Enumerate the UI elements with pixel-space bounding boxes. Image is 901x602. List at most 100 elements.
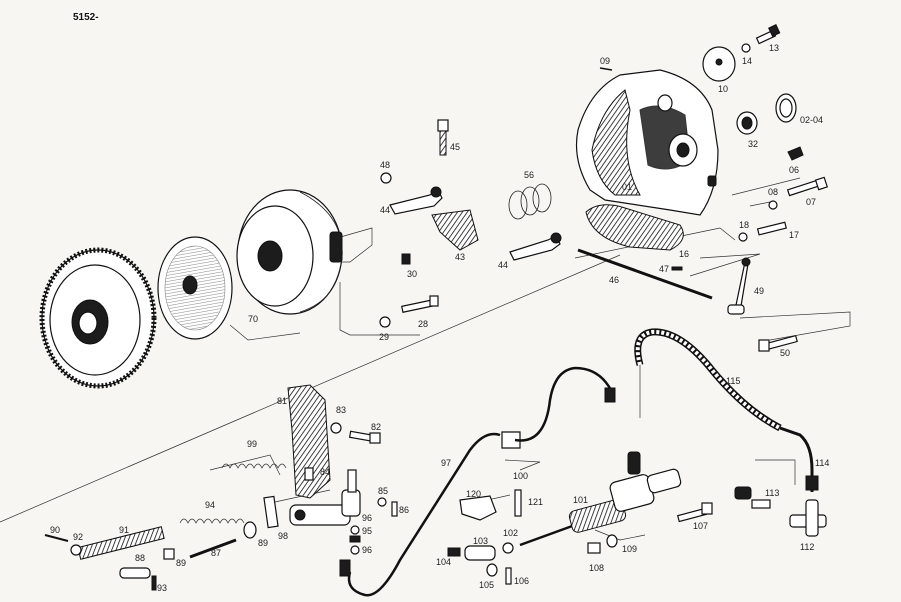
return-spring xyxy=(221,463,287,469)
bolt xyxy=(758,334,798,352)
label-16: 16 xyxy=(679,249,689,259)
flywheel xyxy=(39,247,157,389)
pointer-mark xyxy=(599,67,613,71)
bolt xyxy=(514,489,522,517)
cover-plate xyxy=(702,46,736,82)
label-109: 109 xyxy=(622,544,637,554)
washer xyxy=(379,316,391,328)
breather xyxy=(787,146,804,161)
label-106: 106 xyxy=(514,576,529,586)
release-fork xyxy=(509,235,561,261)
bolt xyxy=(676,502,713,523)
label-44a: 44 xyxy=(380,205,390,215)
pedal-bracket xyxy=(287,384,331,499)
label-50: 50 xyxy=(780,348,790,358)
pressure-plate xyxy=(236,189,343,315)
label-113: 113 xyxy=(765,488,779,498)
label-49: 49 xyxy=(754,286,764,296)
label-13: 13 xyxy=(769,43,779,53)
label-112: 112 xyxy=(800,542,814,552)
label-48: 48 xyxy=(380,160,390,170)
label-87: 87 xyxy=(211,548,221,558)
washer xyxy=(350,545,360,555)
label-93: 93 xyxy=(157,583,167,593)
label-97: 97 xyxy=(441,458,451,468)
figure-number: 5152- xyxy=(73,12,99,23)
fork-pivot xyxy=(550,232,562,244)
label-86: 86 xyxy=(399,505,409,515)
label-120: 120 xyxy=(466,489,481,499)
bracket xyxy=(459,495,497,521)
label-70: 70 xyxy=(248,314,258,324)
pin xyxy=(151,575,157,591)
bolt xyxy=(44,534,69,542)
nut xyxy=(163,548,175,560)
line-bracket xyxy=(501,431,521,449)
bolt xyxy=(401,295,439,313)
label-29: 29 xyxy=(379,332,389,342)
label-82: 82 xyxy=(371,422,381,432)
bearing-ring-inner xyxy=(741,116,753,130)
label-47: 47 xyxy=(659,264,669,274)
label-107: 107 xyxy=(693,521,708,531)
label-14: 14 xyxy=(742,56,752,66)
label-83: 83 xyxy=(336,405,346,415)
hydraulic-line xyxy=(347,432,501,597)
inspection-cover xyxy=(585,204,684,251)
label-103: 103 xyxy=(473,536,488,546)
bellhousing xyxy=(575,69,719,216)
label-100: 100 xyxy=(513,471,528,481)
seal-ring-inner xyxy=(779,98,793,118)
bolt xyxy=(756,221,787,236)
label-114: 114 xyxy=(815,458,829,468)
label-95: 95 xyxy=(362,526,372,536)
release-rod xyxy=(577,248,713,300)
clevis xyxy=(464,545,496,561)
bolt xyxy=(348,430,381,444)
line-fitting xyxy=(604,387,616,403)
mounting-plate xyxy=(263,495,279,529)
grease-nipple xyxy=(401,253,411,265)
label-96a: 96 xyxy=(362,513,372,523)
label-06: 06 xyxy=(789,165,799,175)
label-98: 98 xyxy=(278,531,288,541)
washer xyxy=(377,497,387,507)
label-92: 92 xyxy=(73,532,83,542)
label-89a: 89 xyxy=(176,558,186,568)
label-99: 99 xyxy=(247,439,257,449)
label-115: 115 xyxy=(726,376,740,386)
label-90: 90 xyxy=(50,525,60,535)
label-43: 43 xyxy=(455,252,465,262)
washer xyxy=(768,200,778,210)
label-102: 102 xyxy=(503,528,518,538)
pin xyxy=(447,547,461,557)
nut xyxy=(349,535,361,543)
label-30: 30 xyxy=(407,269,417,279)
bolt xyxy=(437,119,449,156)
washer xyxy=(330,422,342,434)
pin xyxy=(671,266,683,271)
label-28: 28 xyxy=(418,319,428,329)
label-07: 07 xyxy=(806,197,816,207)
label-56: 56 xyxy=(524,170,534,180)
label-46: 46 xyxy=(609,275,619,285)
label-91: 91 xyxy=(119,525,129,535)
bolt xyxy=(786,176,829,197)
spring xyxy=(508,183,552,220)
line-fitting xyxy=(805,475,819,491)
pin xyxy=(505,567,512,585)
pin xyxy=(304,467,314,481)
hose-pattern xyxy=(635,329,781,430)
push-rod xyxy=(189,538,237,559)
label-81: 81 xyxy=(277,396,287,406)
washer xyxy=(380,172,392,184)
label-85: 85 xyxy=(378,486,388,496)
washer xyxy=(738,232,748,242)
label-08: 08 xyxy=(768,187,778,197)
line-fitting xyxy=(339,559,351,577)
slave-cylinder xyxy=(519,451,682,547)
clevis xyxy=(119,567,151,579)
nut xyxy=(587,542,601,554)
